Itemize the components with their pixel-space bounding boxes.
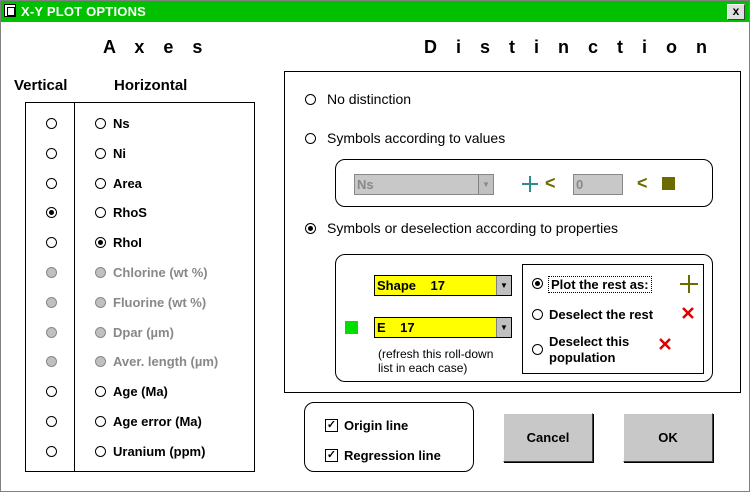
axis-option-label: Uranium (ppm) [113, 444, 206, 459]
chevron-down-icon: ▼ [478, 175, 493, 194]
rest-options-box [522, 264, 704, 374]
vertical-axis-radio[interactable] [46, 237, 57, 248]
red-x-icon [659, 338, 671, 350]
symbols-properties-label: Symbols or deselection according to prop… [327, 220, 619, 236]
less-than-1: < [545, 173, 556, 193]
distinction-panel [284, 71, 741, 393]
refresh-note-1: (refresh this roll-down [378, 347, 494, 361]
axis-option-label: Ns [113, 116, 130, 131]
vertical-header: Vertical [14, 77, 68, 94]
vertical-axis-radio[interactable] [46, 207, 57, 218]
vertical-axis-radio[interactable] [46, 267, 57, 278]
vertical-axis-radio[interactable] [46, 386, 57, 397]
horizontal-header: Horizontal [114, 77, 188, 94]
horizontal-axis-radio[interactable] [95, 416, 106, 427]
symbols-values-radio[interactable] [305, 133, 316, 144]
shape-combo-text: Shape 17 [377, 278, 445, 293]
title-bar[interactable]: X-Y PLOT OPTIONS x [1, 1, 749, 22]
horizontal-axis-radio[interactable] [95, 207, 106, 218]
vertical-axis-radio[interactable] [46, 327, 57, 338]
no-distinction-label: No distinction [327, 91, 412, 107]
horizontal-axis-radio[interactable] [95, 267, 106, 278]
horizontal-axis-radio[interactable] [95, 446, 106, 457]
e-combo-text: E 17 [377, 320, 415, 335]
deselect-rest-label: Deselect the rest [549, 307, 654, 322]
line-options-group [304, 402, 474, 472]
deselect-pop-label-2: population [549, 350, 616, 365]
olive-square-icon [662, 177, 675, 190]
window-title: X-Y PLOT OPTIONS [21, 4, 147, 19]
chevron-down-icon: ▼ [496, 318, 511, 337]
vertical-axis-radio[interactable] [46, 446, 57, 457]
ok-button[interactable]: OK [623, 413, 713, 462]
plot-rest-radio[interactable] [532, 278, 543, 289]
values-group [335, 159, 713, 207]
shape-combo[interactable]: Shape 17 ▼ [374, 275, 512, 296]
values-threshold-input[interactable]: 0 [573, 174, 623, 195]
vertical-axis-radio[interactable] [46, 118, 57, 129]
axis-option-label: Aver. length (µm) [113, 354, 219, 369]
axes-divider [74, 102, 75, 472]
deselect-rest-radio[interactable] [532, 309, 543, 320]
axis-option-label: Area [113, 176, 142, 191]
horizontal-axis-radio[interactable] [95, 148, 106, 159]
axes-title: A x e s [103, 37, 210, 57]
horizontal-axis-radio[interactable] [95, 386, 106, 397]
horizontal-axis-radio[interactable] [95, 237, 106, 248]
horizontal-axis-radio[interactable] [95, 118, 106, 129]
close-button[interactable]: x [727, 4, 745, 20]
axis-option-label: Chlorine (wt %) [113, 265, 208, 280]
regression-line-label: Regression line [344, 448, 441, 463]
cancel-button[interactable]: Cancel [503, 413, 593, 462]
refresh-note-2: list in each case) [378, 361, 468, 375]
horizontal-axis-radio[interactable] [95, 356, 106, 367]
plot-rest-label: Plot the rest as: [548, 276, 652, 293]
no-distinction-radio[interactable] [305, 94, 316, 105]
horizontal-axis-radio[interactable] [95, 178, 106, 189]
deselect-pop-label-1: Deselect this [549, 334, 630, 349]
vertical-axis-radio[interactable] [46, 297, 57, 308]
green-square-icon [345, 321, 358, 334]
distinction-title: D i s t i n c t i o n [424, 37, 715, 57]
e-combo[interactable]: E 17 ▼ [374, 317, 512, 338]
plus-olive-icon [680, 275, 698, 293]
axes-table [25, 102, 255, 472]
window-icon [4, 4, 16, 17]
vertical-axis-radio[interactable] [46, 416, 57, 427]
axis-option-label: RhoS [113, 205, 147, 220]
vertical-axis-radio[interactable] [46, 356, 57, 367]
axis-option-label: Age error (Ma) [113, 414, 202, 429]
values-combo[interactable]: Ns ▼ [354, 174, 494, 195]
symbols-values-label: Symbols according to values [327, 130, 506, 146]
chevron-down-icon: ▼ [496, 276, 511, 295]
properties-group [335, 254, 713, 382]
vertical-axis-radio[interactable] [46, 178, 57, 189]
symbols-properties-radio[interactable] [305, 223, 316, 234]
axis-option-label: Ni [113, 146, 126, 161]
axis-option-label: Dpar (µm) [113, 325, 174, 340]
horizontal-axis-radio[interactable] [95, 297, 106, 308]
horizontal-axis-radio[interactable] [95, 327, 106, 338]
axis-option-label: Fluorine (wt %) [113, 295, 207, 310]
regression-line-checkbox[interactable]: ✓ [325, 449, 338, 462]
less-than-2: < [637, 173, 648, 193]
origin-line-label: Origin line [344, 418, 409, 433]
plus-teal-icon [522, 176, 538, 192]
axis-option-label: Age (Ma) [113, 384, 168, 399]
red-x-icon [682, 307, 694, 319]
deselect-population-radio[interactable] [532, 344, 543, 355]
values-combo-text: Ns [357, 177, 374, 192]
axis-option-label: RhoI [113, 235, 142, 250]
origin-line-checkbox[interactable]: ✓ [325, 419, 338, 432]
vertical-axis-radio[interactable] [46, 148, 57, 159]
